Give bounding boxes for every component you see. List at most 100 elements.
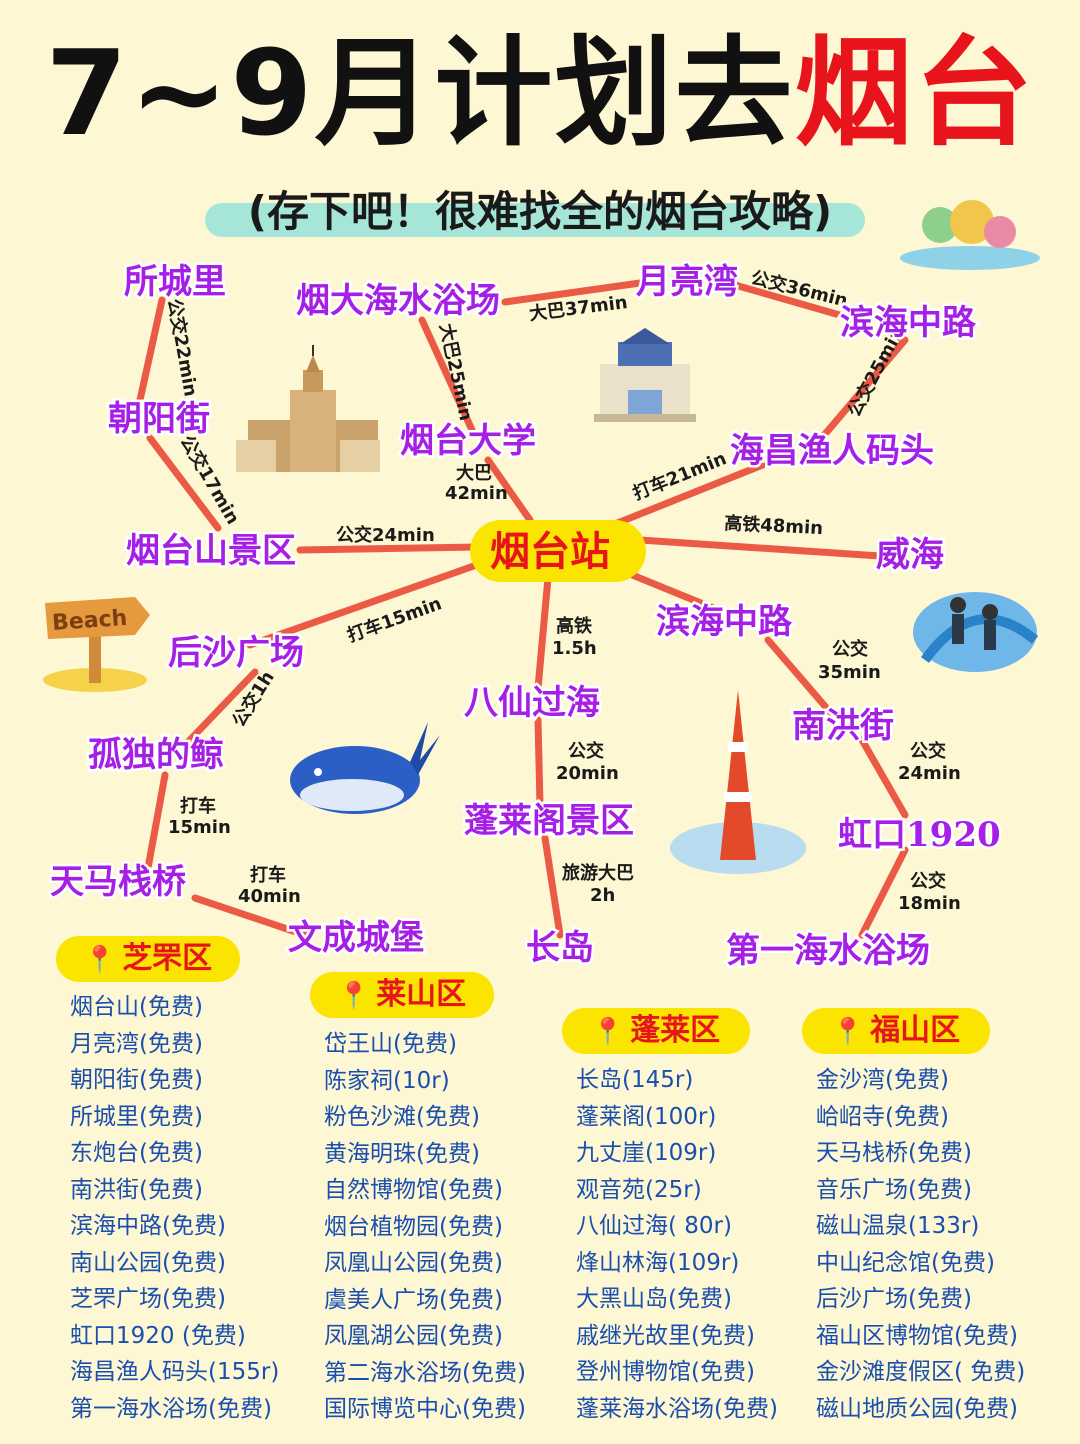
district-penglai-list: 长岛(145r) 蓬莱阁(100r) 九丈崖(109r) 观音苑(25r) 八仙…: [576, 1062, 778, 1427]
place-nanhong: 南洪街: [792, 706, 894, 746]
list-item: 滨海中路(免费): [70, 1213, 226, 1239]
list-item: 大黑山岛(免费): [576, 1286, 732, 1312]
place-yantaidaxue: 烟台大学: [400, 421, 536, 461]
place-yueliangwan: 月亮湾: [636, 262, 738, 302]
route-yueliang-binhai: [731, 281, 854, 322]
label-e18b: 35min: [818, 662, 881, 683]
list-item: 蓬莱阁(100r): [576, 1103, 717, 1130]
list-item: 凤凰湖公园(免费): [324, 1323, 503, 1349]
hub-badge: [470, 520, 646, 582]
list-item: 烟台植物园(免费): [324, 1213, 503, 1240]
route-baxian-penglai: [534, 716, 544, 809]
route-suochengli-chaoyang: [136, 296, 166, 404]
list-item: 金沙滩度假区( 免费): [816, 1359, 1026, 1385]
route-tianma-wencheng: [191, 894, 309, 939]
label-e13a: 打车: [180, 795, 216, 817]
label-e4: 大巴25min: [435, 321, 477, 422]
district-penglai-header: 📍蓬莱区: [562, 1008, 750, 1054]
route-penglai-changdao: [541, 834, 564, 939]
district-fushan-name: 福山区: [870, 1013, 961, 1048]
whale-illustration: [290, 722, 440, 814]
district-fushan-list: 金沙湾(免费) 峆岹寺(免费) 天马栈桥(免费) 音乐广场(免费) 磁山温泉(1…: [816, 1062, 1025, 1427]
list-item: 第一海水浴场(免费): [70, 1395, 272, 1422]
place-gudujing: 孤独的鲸: [88, 735, 224, 775]
place-housha: 后沙广场: [168, 633, 304, 673]
place-yandahai: 烟大海水浴场: [296, 281, 500, 321]
label-e3: 公交24min: [336, 524, 435, 546]
list-item: 磁山温泉(133r): [816, 1213, 980, 1239]
label-e16a: 公交: [568, 740, 604, 762]
hub-label: 烟台站: [490, 528, 610, 575]
label-e11: 打车15min: [344, 592, 444, 646]
list-item: 观音苑(25r): [576, 1176, 702, 1203]
list-item: 岱王山(免费): [324, 1031, 457, 1057]
list-item: 八仙过海( 80r): [576, 1213, 732, 1239]
castle-illustration: [236, 345, 380, 472]
district-laishan-list: 岱王山(免费) 陈家祠(10r) 粉色沙滩(免费) 黄海明珠(免费) 自然博物馆…: [324, 1026, 526, 1428]
district-zhifu-list: 烟台山(免费) 月亮湾(免费) 朝阳街(免费) 所城里(免费) 东炮台(免费) …: [70, 989, 279, 1427]
route-hub-baxian: [534, 574, 552, 692]
place-weihai: 威海: [876, 535, 944, 575]
label-e17b: 2h: [590, 885, 615, 906]
label-e10: 高铁48min: [724, 512, 824, 539]
list-item: 天马栈桥(免费): [816, 1140, 972, 1166]
label-e19a: 公交: [910, 740, 946, 762]
district-zhifu-header: 📍芝罘区: [56, 936, 240, 982]
route-hub-weihai: [636, 536, 884, 560]
label-e13b: 15min: [168, 817, 231, 838]
route-lines: [136, 279, 909, 939]
subtitle-highlight-bar: [205, 203, 865, 237]
coral-reef-illustration: [900, 200, 1040, 270]
list-item: 磁山地质公园(免费): [816, 1395, 1018, 1422]
label-e17a: 旅游大巴: [562, 862, 634, 884]
route-gudu-tianma: [144, 771, 169, 872]
list-item: 粉色沙滩(免费): [324, 1104, 480, 1130]
place-labels: 所城里 朝阳街 烟台山景区 烟大海水浴场 月亮湾 滨海中路 烟台大学 海昌渔人码…: [48, 260, 1004, 974]
route-hongkou-diyihai: [858, 846, 909, 939]
page-title: 7~9月计划去烟台: [0, 18, 1080, 168]
district-fushan-header: 📍福山区: [802, 1008, 990, 1054]
list-item: 烽山林海(109r): [576, 1249, 740, 1276]
list-item: 中山纪念馆(免费): [816, 1249, 995, 1276]
place-wencheng: 文成城堡: [288, 918, 424, 958]
label-e15b: 1.5h: [552, 638, 597, 659]
list-item: 长岛(145r): [576, 1067, 694, 1093]
label-e19b: 24min: [898, 763, 961, 784]
list-item: 蓬莱海水浴场(免费): [576, 1395, 778, 1422]
list-item: 戚继光故里(免费): [576, 1322, 755, 1349]
subtitle: (存下吧！很难找全的烟台攻略): [247, 187, 833, 236]
route-yandahai-daxue: [418, 316, 476, 434]
list-item: 国际博览中心(免费): [324, 1396, 526, 1422]
list-item: 虹口1920 (免费): [70, 1322, 246, 1349]
label-e14b: 40min: [238, 886, 301, 907]
district-zhifu-name: 芝罘区: [122, 941, 213, 976]
label-e8a: 大巴: [456, 462, 492, 484]
place-diyihai: 第一海水浴场: [726, 931, 930, 971]
list-item: 音乐广场(免费): [816, 1176, 972, 1203]
place-hongkou: 虹口1920: [838, 815, 1001, 855]
tower-illustration: [670, 690, 806, 874]
list-item: 朝阳街(免费): [70, 1067, 203, 1093]
list-item: 自然博物馆(免费): [324, 1177, 503, 1203]
list-item: 第二海水浴场(免费): [324, 1359, 526, 1386]
district-penglai-name: 蓬莱区: [630, 1013, 721, 1048]
list-item: 月亮湾(免费): [70, 1030, 203, 1057]
list-item: 南山公园(免费): [70, 1249, 226, 1276]
list-item: 福山区博物馆(免费): [816, 1322, 1018, 1349]
beach-sign-text: Beach: [51, 606, 128, 636]
list-item: 峆岹寺(免费): [816, 1103, 949, 1130]
label-e18a: 公交: [832, 638, 868, 660]
list-item: 虞美人广场(免费): [324, 1286, 503, 1313]
label-e8b: 42min: [445, 483, 508, 504]
route-nanhong-hongkou: [858, 736, 909, 819]
list-item: 登州博物馆(免费): [576, 1359, 755, 1385]
place-yantaishan: 烟台山景区: [126, 531, 296, 571]
route-yandahai-yueliang: [501, 279, 644, 306]
label-e1: 公交22min: [163, 297, 202, 398]
route-hub-binhai2: [616, 566, 722, 614]
place-baxian: 八仙过海: [464, 683, 600, 723]
route-housha-gudu: [184, 668, 259, 746]
label-e20a: 公交: [910, 870, 946, 892]
list-item: 黄海明珠(免费): [324, 1140, 480, 1167]
